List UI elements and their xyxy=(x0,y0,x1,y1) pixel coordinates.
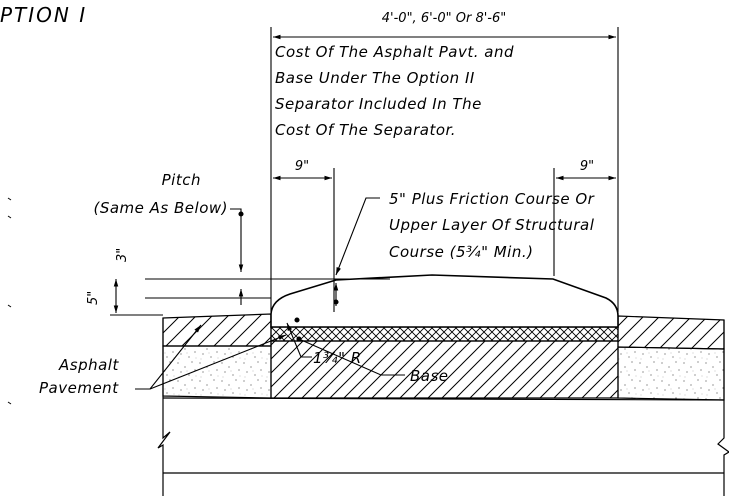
right-break-line xyxy=(717,320,729,496)
overall-width-label: 4'-0", 6'-0" Or 8'-6" xyxy=(382,11,506,26)
cost-note-line-3: Separator Included In The xyxy=(275,95,482,113)
friction-course-note: 5" Plus Friction Course Or Upper Layer O… xyxy=(389,190,595,261)
right-base-layer xyxy=(617,346,725,401)
separator-body xyxy=(270,274,619,328)
asphalt-label: Asphalt xyxy=(58,356,119,374)
pitch-label: Pitch xyxy=(162,171,201,189)
cost-note-line-4: Cost Of The Separator. xyxy=(275,121,456,139)
rise-total-label: 5" xyxy=(86,291,101,305)
friction-note-line-1: 5" Plus Friction Course Or xyxy=(389,190,595,208)
friction-note-line-3: Course (5¾" Min.) xyxy=(389,243,533,261)
right-asphalt-pavement xyxy=(617,315,725,350)
left-base-layer xyxy=(162,345,272,399)
separator-asphalt-strip xyxy=(270,326,619,342)
left-asphalt-pavement xyxy=(162,313,272,347)
drawing-title: PTION I xyxy=(0,3,87,27)
rise-upper-label: 3" xyxy=(115,248,130,262)
pavement-section xyxy=(157,274,729,496)
cost-note-line-1: Cost Of The Asphalt Pavt. and xyxy=(275,43,514,61)
base-label: Base xyxy=(410,367,449,385)
left-offset-label: 9" xyxy=(295,159,309,174)
pitch-sublabel: (Same As Below) xyxy=(93,199,228,217)
cost-note: Cost Of The Asphalt Pavt. and Base Under… xyxy=(275,43,514,139)
right-offset-label: 9" xyxy=(580,159,594,174)
pavement-label: Pavement xyxy=(39,379,119,397)
overall-width-dimension xyxy=(270,27,619,312)
cost-note-line-2: Base Under The Option II xyxy=(275,69,475,87)
left-break-line xyxy=(157,318,171,496)
friction-note-line-2: Upper Layer Of Structural xyxy=(389,216,595,234)
radius-label: 1¾" R xyxy=(313,349,362,367)
